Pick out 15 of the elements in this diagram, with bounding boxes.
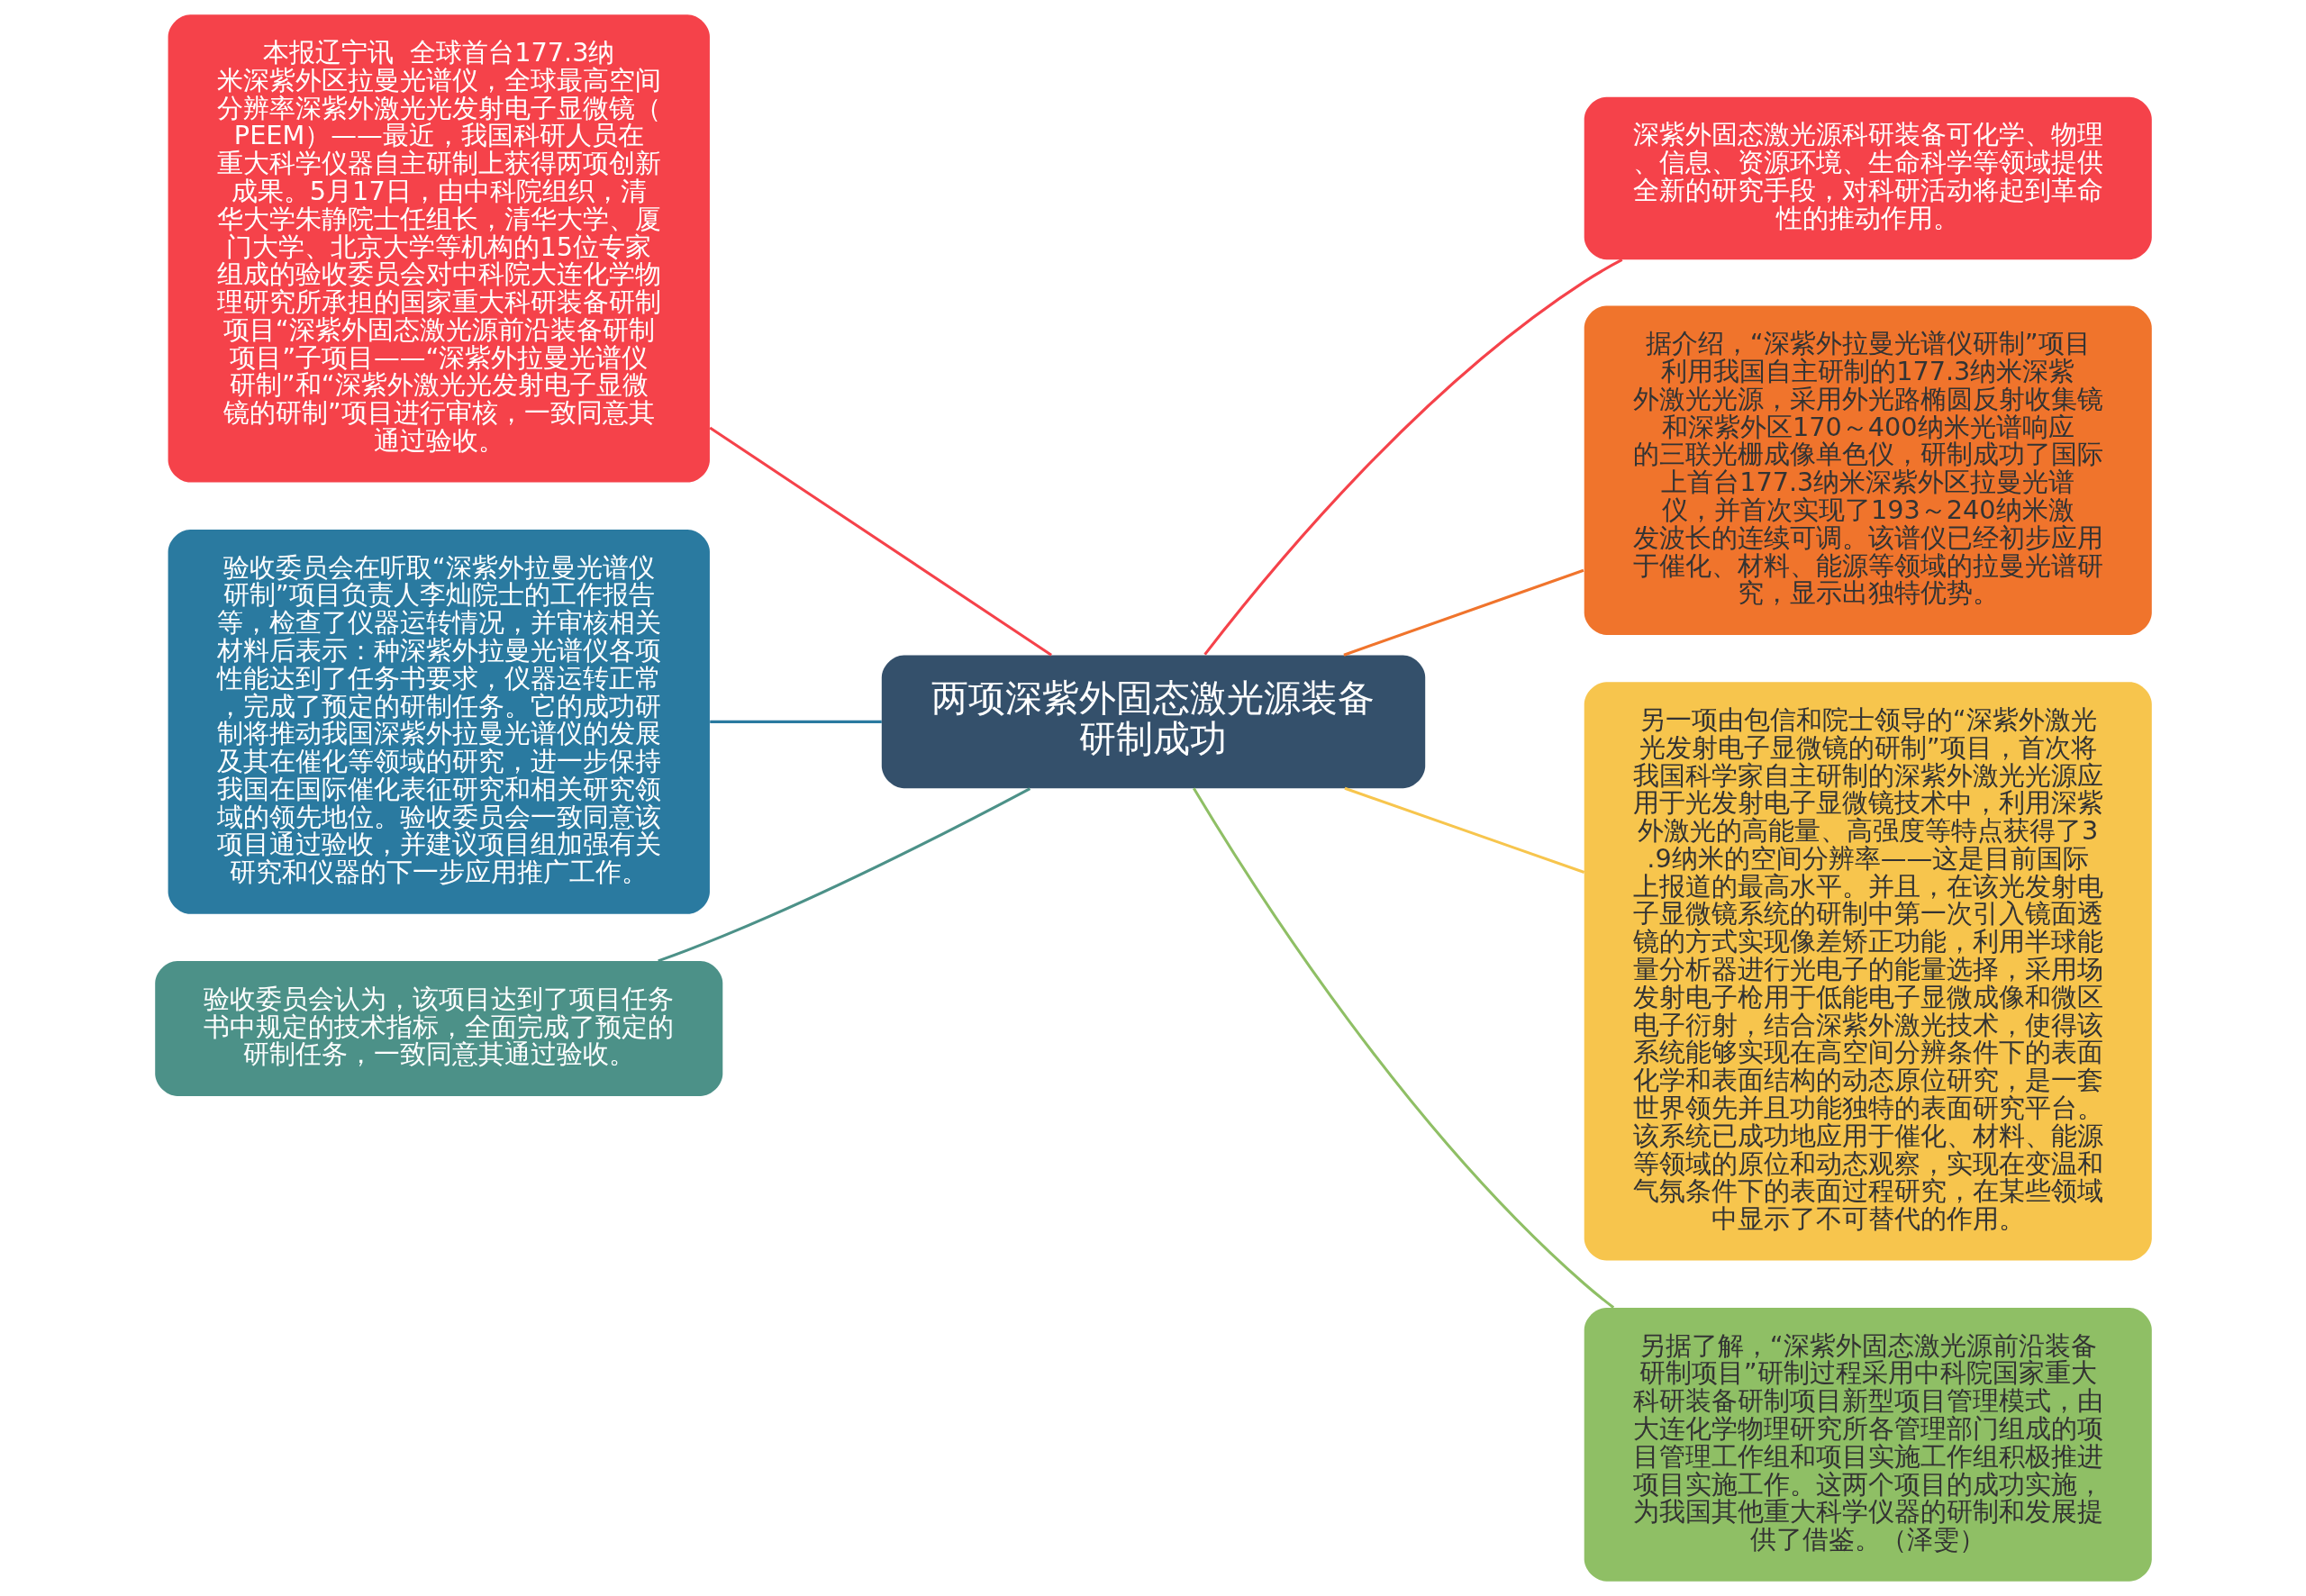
node-box: 验收委员会在听取“深紫外拉曼光谱仪研制”项目负责人李灿院士的工作报告等，检查了仪器运转情况，并审核相关材料后表示：种深紫外拉曼光谱仪各项性能达到了任务书要求，仪器运转正常，完成了预定的研制任务。它的成功研制将推动我国深紫外拉曼光谱仪的发展及其在催化等领域的研究，进一步保持我国在国际催化表征研究和相关研究领域的领先地位。验收委员会一致同意该项目通过验收，并建议项目组加强有关研究和仪器的下一步应用推广工作。 <box>168 529 710 914</box>
node-box: 两项深紫外固态激光源装备研制成功 <box>881 655 1425 789</box>
connector <box>1342 568 1584 657</box>
node-box: 验收委员会认为，该项目达到了项目任务书中规定的技术指标，全面完成了预定的研制任务，一致同意其通过验收。 <box>154 961 722 1096</box>
node-box: 深紫外固态激光源科研装备可化学、物理、信息、资源环境、生命科学等领域提供全新的研究手段，对科研活动将起到革命性的推动作用。 <box>1584 96 2152 260</box>
node-box: 另一项由包信和院士领导的“深紫外激光光发射电子显微镜的研制”项目，首次将我国科学家自主研制的深紫外激光光源应用于光发射电子显微镜技术中，利用深紫外激光的高能量、高强度等特点获得了3.9纳米的空间分辨率——这是目前国际上报道的最高水平。并且，在该光发射电子显微镜系统的研制中第一次引入镜面透镜的方式实现像差矫正功能，利用半球能量分析器进行光电子的能量选择，采用场发射电子枪用于低能电子显微成像和微区电子衍射，结合深紫外激光技术，使得该系统能够实现在高空间分辨条件下的表面化学和表面结构的动态原位研究，是一套世界领先并且功能独特的表面研究平台。该系统已成功地应用于催化、材料、能源等领域的原位和动态观察，实现在变温和气氛条件下的表面过程研究，在某些领域中显示了不可替代的作用。 <box>1584 682 2152 1261</box>
connector <box>1343 786 1584 874</box>
node-box: 据介绍，“深紫外拉曼光谱仪研制”项目利用我国自主研制的177.3纳米深紫外激光光源，采用外光路椭圆反射收集镜和深紫外区170～400纳米光谱响应的三联光栅成像单色仪，研制成功了国际上首台177.3纳米深紫外区拉曼光谱仪，并首次实现了193～240纳米激发波长的连续可调。该谱仪已经初步应用于催化、材料、能源等领域的拉曼光谱研究，显示出独特优势。 <box>1584 305 2152 635</box>
connector <box>1203 258 1622 656</box>
node-box: 本报辽宁讯 全球首台177.3纳米深紫外区拉曼光谱仪，全球最高空间分辨率深紫外激光光发射电子显微镜（PEEM）——最近，我国科研人员在重大科学仪器自主研制上获得两项创新成果。5月17日，由中科院组织，清华大学朱静院士任组长，清华大学、厦门大学、北京大学等机构的15位专家组成的验收委员会对中科院大连化学物理研究所承担的国家重大科研装备研制项目“深紫外固态激光源前沿装备研制项目”子项目——“深紫外拉曼光谱仪研制”和“深紫外激光光发射电子显微镜的研制”项目进行审核，一致同意其通过验收。 <box>168 14 710 483</box>
connector <box>657 787 1030 963</box>
connector <box>709 720 882 723</box>
connector <box>1192 787 1614 1309</box>
connector <box>708 426 1052 657</box>
node-box: 另据了解，“深紫外固态激光源前沿装备研制项目”研制过程采用中科院国家重大科研装备研制项目新型项目管理模式，由大连化学物理研究所各管理部门组成的项目管理工作组和项目实施工作组积极推进项目实施工作。这两个项目的成功实施，为我国其他重大科学仪器的研制和发展提供了借鉴。（泽雯） <box>1584 1307 2152 1582</box>
